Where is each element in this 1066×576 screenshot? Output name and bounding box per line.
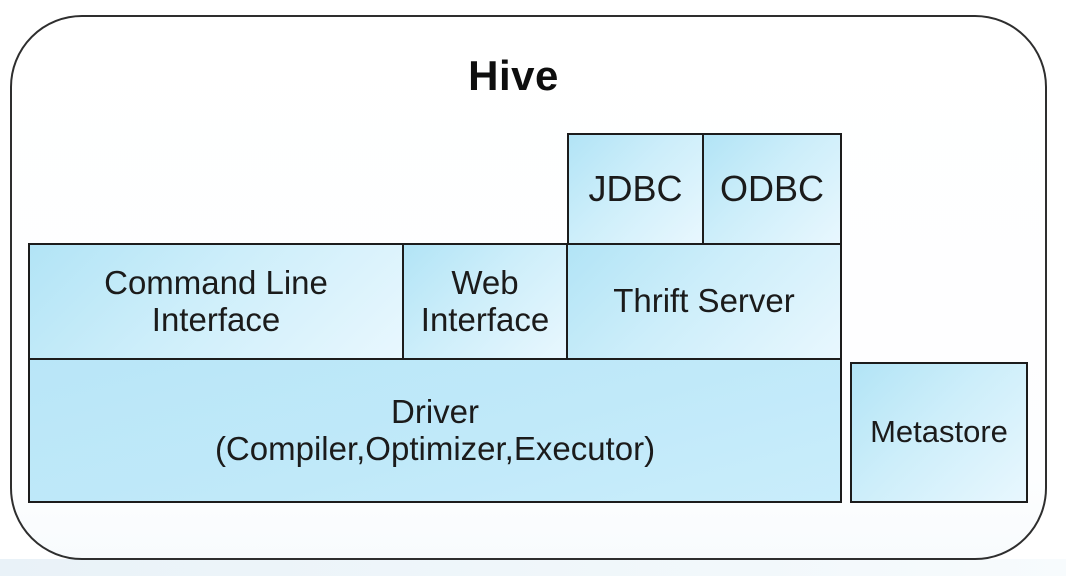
- cli-label-line1: Command Line: [104, 263, 328, 301]
- driver-label-line2: (Compiler,Optimizer,Executor): [214, 429, 656, 467]
- jdbc-label: JDBC: [588, 167, 683, 209]
- cli-label-line2: Interface: [151, 300, 281, 338]
- box-command-line-interface: Command Line Interface: [28, 243, 404, 360]
- background-bottom-strip: [0, 559, 1066, 576]
- web-label-line2: Interface: [420, 300, 550, 338]
- diagram-title: Hive: [468, 52, 559, 99]
- box-metastore: Metastore: [850, 362, 1028, 503]
- box-driver: Driver (Compiler,Optimizer,Executor): [28, 358, 842, 503]
- metastore-label: Metastore: [870, 414, 1008, 450]
- driver-label-line1: Driver: [391, 392, 479, 430]
- box-web-interface: Web Interface: [402, 243, 568, 360]
- box-thrift-server: Thrift Server: [566, 243, 842, 360]
- web-label-line1: Web: [451, 263, 519, 301]
- odbc-label: ODBC: [719, 167, 824, 209]
- thrift-server-label: Thrift Server: [613, 282, 795, 320]
- box-jdbc: JDBC: [567, 133, 704, 245]
- box-odbc: ODBC: [702, 133, 842, 245]
